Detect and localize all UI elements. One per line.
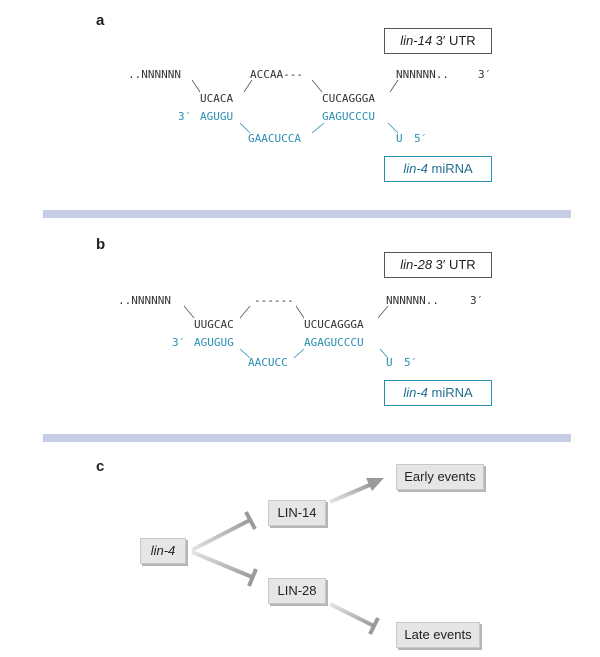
mirna-connector <box>379 348 389 359</box>
utr-gene-name: lin-14 <box>400 33 433 48</box>
inhibit-lin28-arrow <box>191 550 253 579</box>
panel-a-letter: a <box>96 12 105 29</box>
mrna-connector <box>377 305 389 319</box>
mrna-connector <box>239 305 251 319</box>
inhibit-lin14-arrow <box>191 518 251 552</box>
mirna-paired-segment-2: AGAGUCCCU <box>304 336 364 349</box>
mirna-suffix: miRNA <box>431 161 473 176</box>
lin-4-mirna-label: lin-4 miRNA <box>384 156 492 182</box>
mirna-paired-segment-1: AGUGU <box>200 110 234 123</box>
mrna-loop: ------ <box>254 294 294 307</box>
mirna-3prime-label: 3′ <box>172 336 186 349</box>
arrowhead-icon <box>366 478 384 491</box>
mrna-paired-segment-2: UCUCAGGGA <box>304 318 364 331</box>
late-events-node: Late events <box>396 622 480 648</box>
mirna-connector <box>239 122 251 134</box>
activate-early-arrow <box>329 482 373 504</box>
lin-4-mirna-label: lin-4 miRNA <box>384 380 492 406</box>
mrna-right: NNNNNN.. <box>396 68 449 81</box>
inhibit-bar-icon <box>244 511 257 530</box>
lin-4-node-label: lin-4 <box>150 543 176 558</box>
inhibit-bar-icon <box>247 568 258 587</box>
mirna-5prime-label: 5′ <box>404 356 418 369</box>
mirna-connector <box>387 122 399 134</box>
utr-gene-name: lin-28 <box>400 257 433 272</box>
divider <box>43 210 571 218</box>
divider <box>43 434 571 442</box>
mirna-gene-name: lin-4 <box>403 385 428 400</box>
mirna-5prime-base: U <box>396 132 403 145</box>
mrna-3prime-label: 3′ <box>478 68 492 81</box>
lin-28-node: LIN-28 <box>268 578 326 604</box>
mirna-bulge: AACUCC <box>248 356 288 369</box>
mirna-connector <box>293 348 305 359</box>
mrna-connector <box>243 79 253 93</box>
mirna-paired-segment-2: GAGUCCCU <box>322 110 375 123</box>
mrna-5prime-left: ..NNNNNN <box>128 68 181 81</box>
mrna-paired-segment-1: UCACA <box>200 92 234 105</box>
mirna-5prime-label: 5′ <box>414 132 428 145</box>
mirna-connector <box>311 122 325 134</box>
mrna-connector <box>191 79 201 93</box>
mrna-connector <box>311 79 323 93</box>
panel-c-letter: c <box>96 458 105 475</box>
mrna-loop: ACCAA--- <box>250 68 303 81</box>
mrna-connector <box>295 305 305 319</box>
mirna-gene-name: lin-4 <box>403 161 428 176</box>
lin-14-utr-label: lin-14 3′ UTR <box>384 28 492 54</box>
mrna-connector <box>183 305 195 319</box>
mirna-5prime-base: U <box>386 356 393 369</box>
mrna-paired-segment-2: CUCAGGGA <box>322 92 375 105</box>
mirna-suffix: miRNA <box>431 385 473 400</box>
utr-suffix: 3′ UTR <box>435 257 476 272</box>
mrna-right: NNNNNN.. <box>386 294 439 307</box>
mrna-5prime-left: ..NNNNNN <box>118 294 171 307</box>
mrna-connector <box>389 79 399 93</box>
mrna-3prime-label: 3′ <box>470 294 484 307</box>
mirna-connector <box>239 348 251 359</box>
mirna-3prime-label: 3′ <box>178 110 192 123</box>
mirna-paired-segment-1: AGUGUG <box>194 336 234 349</box>
lin-14-node: LIN-14 <box>268 500 326 526</box>
mrna-paired-segment-1: UUGCAC <box>194 318 234 331</box>
inhibit-late-arrow <box>329 602 375 628</box>
lin-28-utr-label: lin-28 3′ UTR <box>384 252 492 278</box>
utr-suffix: 3′ UTR <box>435 33 476 48</box>
lin-4-node: lin-4 <box>140 538 186 564</box>
mirna-bulge: GAACUCCA <box>248 132 301 145</box>
panel-b-letter: b <box>96 236 106 253</box>
early-events-node: Early events <box>396 464 484 490</box>
inhibit-bar-icon <box>368 617 380 635</box>
